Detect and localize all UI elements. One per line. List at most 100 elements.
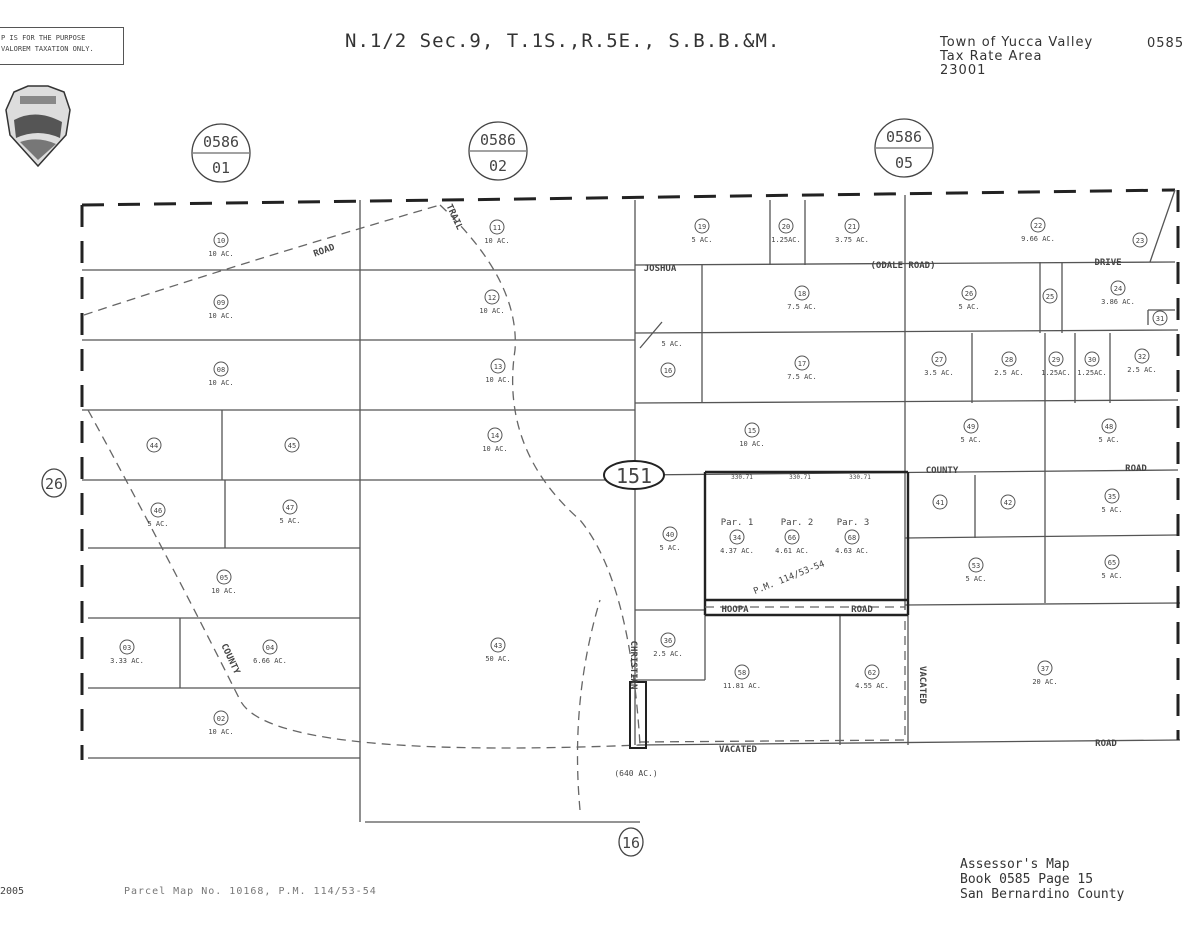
parcel-number: 05 xyxy=(220,574,228,582)
parcel-30[interactable]: 301.25AC. xyxy=(1077,351,1107,377)
parcel-65[interactable]: 655 AC. xyxy=(1101,554,1123,580)
parcel-number: 15 xyxy=(748,427,756,435)
parcel-24[interactable]: 243.86 AC. xyxy=(1101,280,1135,306)
disclaimer-box: P IS FOR THE PURPOSE VALOREM TAXATION ON… xyxy=(0,27,124,65)
road-label: VACATED xyxy=(719,745,758,755)
trail xyxy=(439,204,641,746)
parcel-41[interactable]: 41 xyxy=(932,494,948,510)
parcel-acreage: 10 AC. xyxy=(211,587,236,595)
parcel-04[interactable]: 046.66 AC. xyxy=(253,639,287,665)
parcel-map-par-label: Par. 3 xyxy=(837,518,870,528)
parcel-line xyxy=(634,399,1179,404)
parcel-number: 29 xyxy=(1052,356,1060,364)
section-area-label: (640 AC.) xyxy=(614,769,657,778)
parcel-number-circle xyxy=(150,502,166,518)
parcel-acreage: 1.25AC. xyxy=(1041,369,1071,377)
parcel-18[interactable]: 187.5 AC. xyxy=(787,285,817,311)
parcel-number: 44 xyxy=(150,442,158,450)
parcel-number-circle xyxy=(778,218,794,234)
parcel-45[interactable]: 45 xyxy=(284,437,300,453)
parcel-number-circle xyxy=(744,422,760,438)
parcel-25[interactable]: 25 xyxy=(1042,288,1058,304)
parcel-number: 27 xyxy=(935,356,943,364)
parcel-number-circle xyxy=(1000,494,1016,510)
parcel-number: 49 xyxy=(967,423,975,431)
parcel-acreage: 1.25AC. xyxy=(771,236,801,244)
parcel-36[interactable]: 362.5 AC. xyxy=(653,632,683,658)
parcel-number-circle xyxy=(484,289,500,305)
parcel-acreage: 50 AC. xyxy=(485,655,510,663)
parcel-29[interactable]: 29 1.25AC. xyxy=(1041,351,1071,377)
parcel-62[interactable]: 624.55 AC. xyxy=(855,664,889,690)
parcel-66[interactable]: 664.61 AC. xyxy=(775,529,809,555)
parcel-27[interactable]: 273.5 AC. xyxy=(924,351,954,377)
parcel-number-circle xyxy=(784,529,800,545)
parcel-acreage: 2.5 AC. xyxy=(1127,366,1157,374)
parcel-43[interactable]: 43 50 AC. xyxy=(485,637,511,663)
parcel-line xyxy=(634,329,1179,334)
parcel-acreage: 2.5 AC. xyxy=(994,369,1024,377)
parcel-46[interactable]: 465 AC. xyxy=(147,502,169,528)
parcel-53[interactable]: 535 AC. xyxy=(965,557,987,583)
parcel-acreage: 5 AC. xyxy=(147,520,168,528)
parcel-number-circle xyxy=(660,362,676,378)
parcel-48[interactable]: 485 AC. xyxy=(1098,418,1120,444)
parcel-16[interactable]: 16 xyxy=(660,362,676,378)
parcel-number: 40 xyxy=(666,531,674,539)
parcel-44[interactable]: 44 xyxy=(146,437,162,453)
parcel-19[interactable]: 195 AC. xyxy=(691,218,713,244)
parcel-acreage: 5 AC. xyxy=(1098,436,1119,444)
parcel-number-circle xyxy=(489,219,505,235)
parcel-17[interactable]: 177.5 AC. xyxy=(787,355,817,381)
parcel-acreage: 5 AC. xyxy=(1101,572,1122,580)
road-label: ROAD xyxy=(1125,464,1147,474)
parcel-number: 43 xyxy=(494,642,502,650)
parcel-22[interactable]: 229.66 AC. xyxy=(1021,217,1055,243)
parcel-23[interactable]: 23 xyxy=(1132,232,1148,248)
parcel-42[interactable]: 42 xyxy=(1000,494,1016,510)
assessor-county: San Bernardino County xyxy=(960,887,1125,902)
ref-book: 0586 xyxy=(203,133,239,151)
parcel-34[interactable]: 344.37 AC. xyxy=(720,529,754,555)
parcel-03[interactable]: 033.33 AC. xyxy=(110,639,144,665)
disclaimer-line: VALOREM TAXATION ONLY. xyxy=(1,45,94,53)
parcel-acreage: 5 AC. xyxy=(659,544,680,552)
parcel-31[interactable]: 31 xyxy=(1152,310,1168,326)
parcel-21[interactable]: 213.75 AC. xyxy=(835,218,869,244)
parcel-35[interactable]: 355 AC. xyxy=(1101,488,1123,514)
parcel-68[interactable]: 684.63 AC. xyxy=(835,529,869,555)
parcel-number: 04 xyxy=(266,644,274,652)
parcel-40[interactable]: 40 5 AC. xyxy=(659,526,681,552)
parcel-number-circle xyxy=(1110,280,1126,296)
parcel-number-circle xyxy=(262,639,278,655)
parcel-acreage: 10 AC. xyxy=(208,250,233,258)
parcel-26[interactable]: 265 AC. xyxy=(958,285,980,311)
parcel-20[interactable]: 201.25AC. xyxy=(771,218,801,244)
parcel-28[interactable]: 282.5 AC. xyxy=(994,351,1024,377)
parcel-47[interactable]: 475 AC. xyxy=(279,499,301,525)
parcel-32[interactable]: 322.5 AC. xyxy=(1127,348,1157,374)
parcel-number-circle xyxy=(1134,348,1150,364)
parcel-number: 58 xyxy=(738,669,746,677)
parcel-49[interactable]: 495 AC. xyxy=(960,418,982,444)
parcel-05[interactable]: 05 10 AC. xyxy=(211,569,237,595)
parcel-number-circle xyxy=(1132,232,1148,248)
parcel-number-circle xyxy=(1048,351,1064,367)
parcel-number: 42 xyxy=(1004,499,1012,507)
parcel-acreage: 3.33 AC. xyxy=(110,657,144,665)
parcel-number-circle xyxy=(963,418,979,434)
